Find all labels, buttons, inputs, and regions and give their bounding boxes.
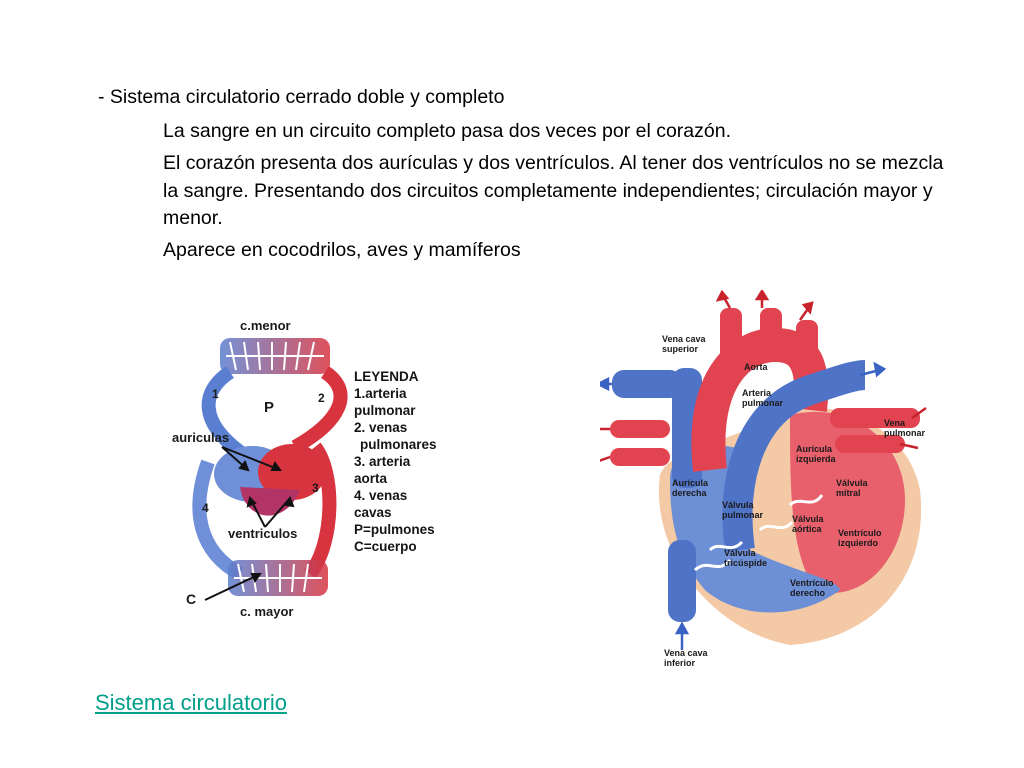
label-c-menor: c.menor bbox=[240, 318, 291, 333]
pulmonary-artery-path bbox=[201, 366, 245, 458]
legend-item: 4. venas bbox=[354, 488, 408, 503]
legend-item: pulmonares bbox=[360, 437, 437, 452]
label-valvula-tricuspide: Válvula bbox=[724, 548, 757, 558]
label-valvula-aortica: Válvula bbox=[792, 514, 825, 524]
legend-title: LEYENDA bbox=[354, 369, 419, 384]
label-4: 4 bbox=[202, 501, 209, 515]
flow-arrows-red bbox=[600, 290, 927, 462]
legend-item: 1.arteria bbox=[354, 386, 407, 401]
legend-item: C=cuerpo bbox=[354, 539, 417, 554]
label-vena-pulmonar: Vena bbox=[884, 418, 906, 428]
label-auriculas: auriculas bbox=[172, 430, 229, 445]
label-auricula-izquierda: Aurícula bbox=[796, 444, 833, 454]
label-vena-cava-superior: Vena cava bbox=[662, 334, 707, 344]
valves bbox=[693, 494, 824, 572]
label-p: P bbox=[264, 399, 274, 416]
legend-item: 3. arteria bbox=[354, 454, 411, 469]
pulmonary-vein-path bbox=[291, 366, 348, 454]
label-aorta: Aorta bbox=[744, 362, 768, 372]
pulmonary-artery-vessel bbox=[722, 360, 866, 553]
label-1: 1 bbox=[212, 387, 219, 401]
label-vena-cava-inferior: Vena cava bbox=[664, 648, 709, 658]
label-auricula-derecha-2: derecha bbox=[672, 488, 708, 498]
label-3: 3 bbox=[312, 481, 319, 495]
body-capillary-bed bbox=[228, 560, 328, 596]
vena-cava-branch bbox=[612, 370, 682, 398]
circulation-schematic: c.menor P auriculas ventriculos C c. may… bbox=[172, 318, 348, 619]
label-ventriculo-izquierdo-2: izquierdo bbox=[838, 538, 879, 548]
label-ventriculo-derecho: Ventrículo bbox=[790, 578, 834, 588]
label-ventriculo-derecho-2: derecho bbox=[790, 588, 826, 598]
label-ventriculos: ventriculos bbox=[228, 526, 297, 541]
legend-item: P=pulmones bbox=[354, 522, 435, 537]
heart-anatomy-diagram: Vena cava superior Aorta Arteria pulmona… bbox=[600, 290, 927, 668]
vena-cava-path bbox=[192, 459, 244, 581]
heart-schematic bbox=[214, 444, 326, 516]
legend-item: 2. venas bbox=[354, 420, 408, 435]
paragraph-circuit: La sangre en un circuito completo pasa d… bbox=[163, 120, 731, 142]
paragraph-species: Aparece en cocodrilos, aves y mamíferos bbox=[163, 239, 521, 261]
vena-pulmonar-right bbox=[830, 408, 920, 428]
vena-cava-inferior bbox=[668, 540, 696, 622]
paragraph-heart: El corazón presenta dos aurículas y dos … bbox=[163, 152, 944, 229]
legend: LEYENDA 1.arteria pulmonar 2. venas pulm… bbox=[354, 368, 437, 555]
legend-item: cavas bbox=[354, 505, 392, 520]
vena-pulmonar-left bbox=[610, 420, 670, 438]
label-valvula-pulmonar: Válvula bbox=[722, 500, 755, 510]
label-ventriculo-izquierdo: Ventrículo bbox=[838, 528, 882, 538]
label-arteria-pulmonar-2: pulmonar bbox=[742, 398, 783, 408]
bullet-heading: - Sistema circulatorio cerrado doble y c… bbox=[98, 86, 505, 108]
legend-item: aorta bbox=[354, 471, 388, 486]
label-valvula-tricuspide-2: tricúspide bbox=[724, 558, 767, 568]
lung-capillary-bed bbox=[220, 338, 330, 374]
sistema-circulatorio-link[interactable]: Sistema circulatorio bbox=[95, 690, 287, 715]
legend-item: pulmonar bbox=[354, 403, 416, 418]
label-valvula-aortica-2: aórtica bbox=[792, 524, 823, 534]
pointer-arrows bbox=[204, 446, 295, 601]
label-c: C bbox=[186, 591, 196, 607]
label-auricula-derecha: Aurícula bbox=[672, 478, 709, 488]
flow-arrows-blue bbox=[600, 361, 887, 650]
label-valvula-mitral-2: mitral bbox=[836, 488, 861, 498]
label-arteria-pulmonar: Arteria bbox=[742, 388, 772, 398]
label-valvula-pulmonar-2: pulmonar bbox=[722, 510, 763, 520]
label-vena-cava-inferior-2: inferior bbox=[664, 658, 696, 668]
label-valvula-mitral: Válvula bbox=[836, 478, 869, 488]
label-2: 2 bbox=[318, 391, 325, 405]
label-vena-cava-superior-2: superior bbox=[662, 344, 699, 354]
label-vena-pulmonar-2: pulmonar bbox=[884, 428, 925, 438]
right-heart-chambers bbox=[670, 443, 840, 613]
label-auricula-izquierda-2: izquierda bbox=[796, 454, 837, 464]
label-c-mayor: c. mayor bbox=[240, 604, 293, 619]
left-heart-chambers bbox=[790, 411, 905, 593]
